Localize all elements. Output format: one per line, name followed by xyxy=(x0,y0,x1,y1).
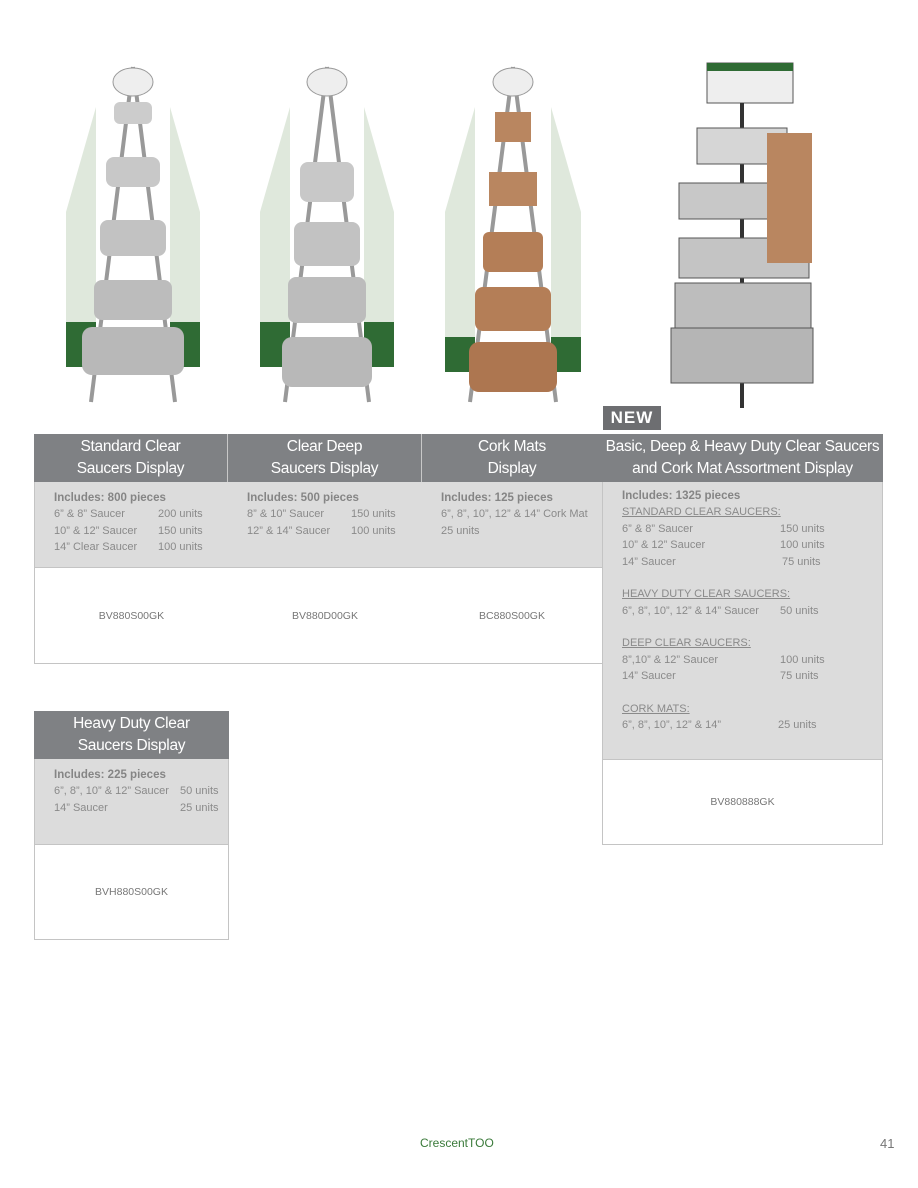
item-units: 50 units xyxy=(780,604,819,617)
new-badge: NEW xyxy=(603,406,661,430)
title-line: Heavy Duty Clear xyxy=(73,715,190,732)
item-units: 25 units xyxy=(180,801,219,814)
includes-count: Includes: 500 pieces xyxy=(247,492,359,504)
title-line: Clear Deep xyxy=(286,438,363,455)
item-size: 6”, 8”, 10”, 12” & 14” xyxy=(622,719,722,731)
item-units: 150 units xyxy=(780,522,825,535)
item-size: 6” & 8” Saucer xyxy=(622,522,693,535)
item-units: 75 units xyxy=(780,670,819,682)
title-line: Saucers Display xyxy=(270,460,379,477)
item-units: 150 units xyxy=(158,524,203,537)
display-contents: Includes: 1325 pieces STANDARD CLEAR SAU… xyxy=(602,482,883,760)
item-size: 14” Saucer xyxy=(54,801,108,814)
product-code: BV880S00GK xyxy=(34,568,229,664)
item-units: 75 units xyxy=(782,555,821,568)
product-code: BVH880S00GK xyxy=(34,845,229,940)
item-size: 14” Saucer xyxy=(622,555,676,568)
item-units: 150 units xyxy=(351,508,396,520)
standard-saucers-display-image xyxy=(66,62,200,410)
page-number: 41 xyxy=(880,1136,895,1151)
item-units: 25 units xyxy=(441,524,480,537)
title-line: Saucers Display xyxy=(77,737,186,754)
display-title: Basic, Deep & Heavy Duty Clear Saucers an… xyxy=(602,434,883,482)
item-size: 6”, 8”, 10” & 12” Saucer xyxy=(54,785,169,797)
item-units: 100 units xyxy=(351,524,396,537)
item-size: 14” Saucer xyxy=(622,670,676,682)
includes-count: Includes: 225 pieces xyxy=(54,769,166,781)
display-contents: Includes: 225 pieces 6”, 8”, 10” & 12” S… xyxy=(34,759,229,845)
display-contents: Includes: 800 pieces 6” & 8” Saucer 200 u… xyxy=(34,482,229,568)
cork-mats-display-image xyxy=(445,62,581,410)
title-line: Saucers Display xyxy=(76,460,185,477)
item-size: 10” & 12” Saucer xyxy=(622,539,706,551)
brand-logo: CrescentTOO xyxy=(420,1136,494,1150)
item-size: 6”, 8”, 10”, 12” & 14” Saucer xyxy=(622,604,759,617)
product-code: BV880888GK xyxy=(602,760,883,845)
item-size: 12” & 14” Saucer xyxy=(247,524,331,537)
item-units: 50 units xyxy=(180,785,219,797)
item-size: 8” & 10” Saucer xyxy=(247,508,325,520)
product-code: BC880S00GK xyxy=(422,568,603,664)
item-units: 100 units xyxy=(158,541,203,553)
display-contents: Includes: 500 pieces 8” & 10” Saucer 150 … xyxy=(228,482,423,568)
title-line: Display xyxy=(487,460,537,477)
product-code: BV880D00GK xyxy=(228,568,423,664)
section-heading: CORK MATS: xyxy=(622,702,690,715)
title-line: and Cork Mat Assortment Display xyxy=(632,460,853,477)
item-units: 25 units xyxy=(778,719,817,731)
includes-count: Includes: 800 pieces xyxy=(54,492,166,504)
item-units: 200 units xyxy=(158,508,203,520)
display-contents: Includes: 125 pieces 6”, 8”, 10”, 12” & … xyxy=(422,482,603,568)
section-heading: STANDARD CLEAR SAUCERS: xyxy=(622,506,781,518)
item-size: 6”, 8”, 10”, 12” & 14” Cork Mat xyxy=(441,508,588,520)
item-size: 14” Clear Saucer xyxy=(54,541,138,553)
assortment-display-image xyxy=(667,58,817,416)
item-units: 100 units xyxy=(780,653,825,666)
title-line: Basic, Deep & Heavy Duty Clear Saucers xyxy=(605,438,880,455)
item-size: 8”,10” & 12” Saucer xyxy=(622,653,718,666)
title-line: Standard Clear xyxy=(80,438,181,455)
includes-count: Includes: 1325 pieces xyxy=(622,490,741,502)
section-heading: HEAVY DUTY CLEAR SAUCERS: xyxy=(622,588,791,600)
title-line: Cork Mats xyxy=(478,438,546,455)
includes-count: Includes: 125 pieces xyxy=(441,492,553,504)
item-size: 10” & 12” Saucer xyxy=(54,524,138,537)
item-units: 100 units xyxy=(780,539,825,551)
item-size: 6” & 8” Saucer xyxy=(54,508,125,520)
deep-saucers-display-image xyxy=(260,62,394,410)
section-heading: DEEP CLEAR SAUCERS: xyxy=(622,637,751,649)
